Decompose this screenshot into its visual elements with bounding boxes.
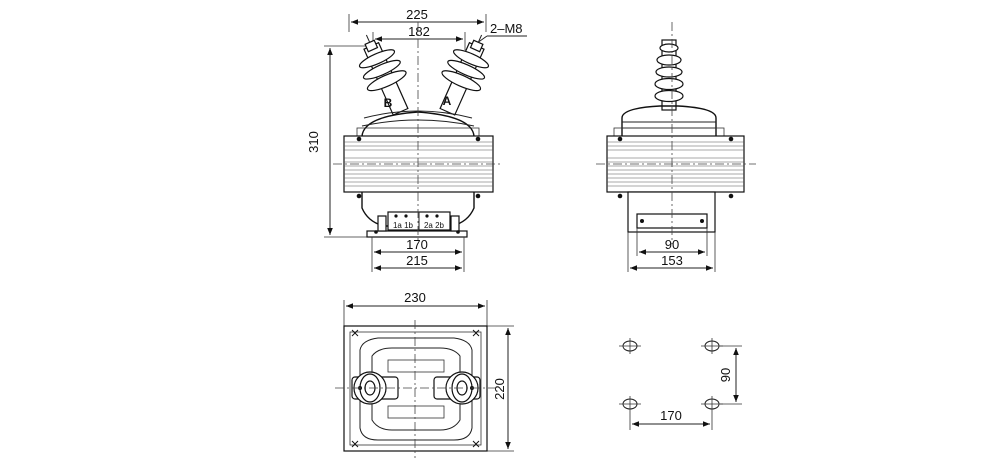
dim-220-top: 220	[492, 378, 507, 400]
dim-310: 310	[306, 131, 321, 153]
label-b: B	[384, 96, 393, 110]
dim-230-top: 230	[404, 290, 426, 305]
mounting-hole	[619, 338, 641, 354]
front-view: 225 182 2–M8 310	[306, 7, 527, 272]
mounting-view: 90 170	[619, 338, 742, 430]
label-a: A	[443, 94, 452, 108]
mounting-hole	[619, 396, 641, 412]
dim-215-front: 215	[406, 253, 428, 268]
bolt-note: 2–M8	[490, 21, 523, 36]
side-view: 90 153	[596, 22, 756, 272]
top-view: 230 220	[335, 290, 514, 458]
bushing-a	[439, 34, 490, 116]
dim-90-side: 90	[665, 237, 679, 252]
mounting-hole	[701, 396, 723, 412]
dim-90-mount: 90	[718, 368, 733, 382]
terminals-2a-2b: 2a 2b	[424, 221, 445, 230]
dim-182: 182	[408, 24, 430, 39]
dim-170-front: 170	[406, 237, 428, 252]
dim-225: 225	[406, 7, 428, 22]
bushing-b	[358, 34, 409, 116]
bushing-top-left	[351, 371, 399, 405]
dim-153-side: 153	[661, 253, 683, 268]
mounting-hole	[701, 338, 723, 354]
terminals-1a-1b: 1a 1b	[393, 221, 414, 230]
dim-170-mount: 170	[660, 408, 682, 423]
